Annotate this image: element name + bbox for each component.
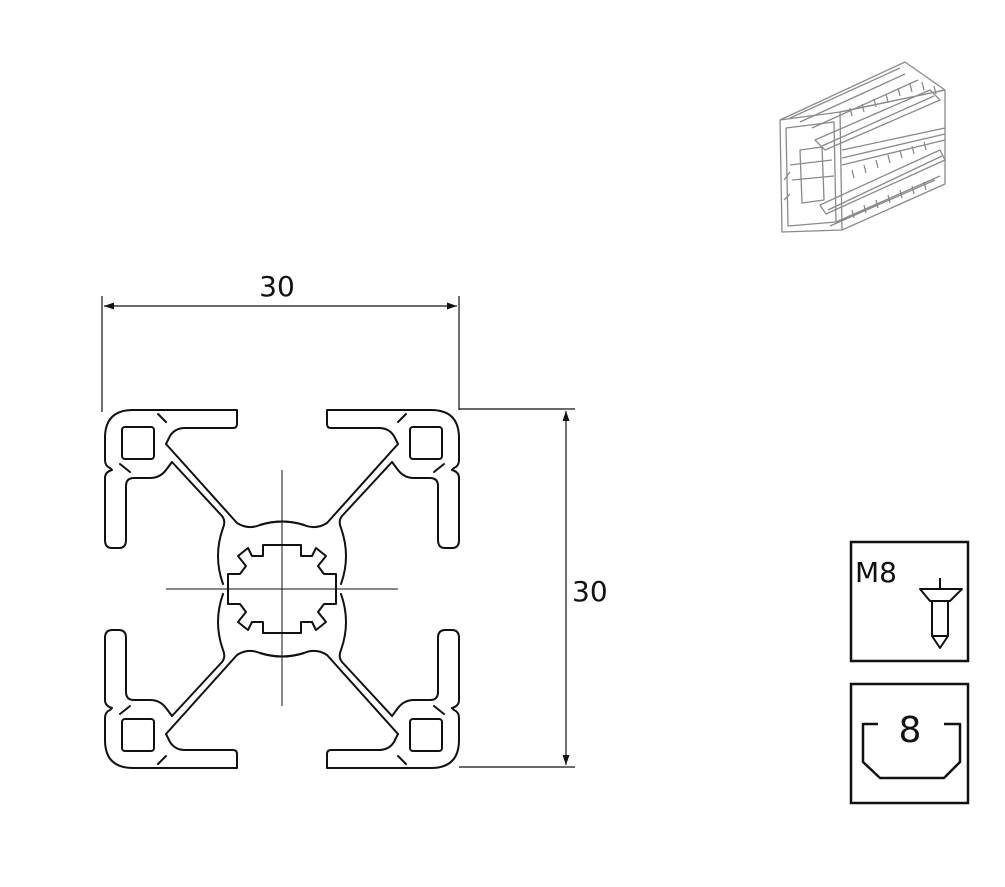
thread-box: M8 [849,540,970,663]
center-lines [166,470,398,706]
slot-size-label: 8 [899,710,922,751]
extrusion-isometric-icon [779,61,946,233]
thread-size-label: M8 [855,556,897,589]
slot-box: 8 [849,682,970,805]
t-slot-icon [861,722,962,780]
height-dimension-label: 30 [572,575,608,608]
countersunk-screw-icon [919,578,963,649]
dimension-lines [101,296,575,768]
width-dimension-label: 30 [259,270,295,303]
center-bore [227,544,337,634]
profile-cross-section [104,409,460,769]
